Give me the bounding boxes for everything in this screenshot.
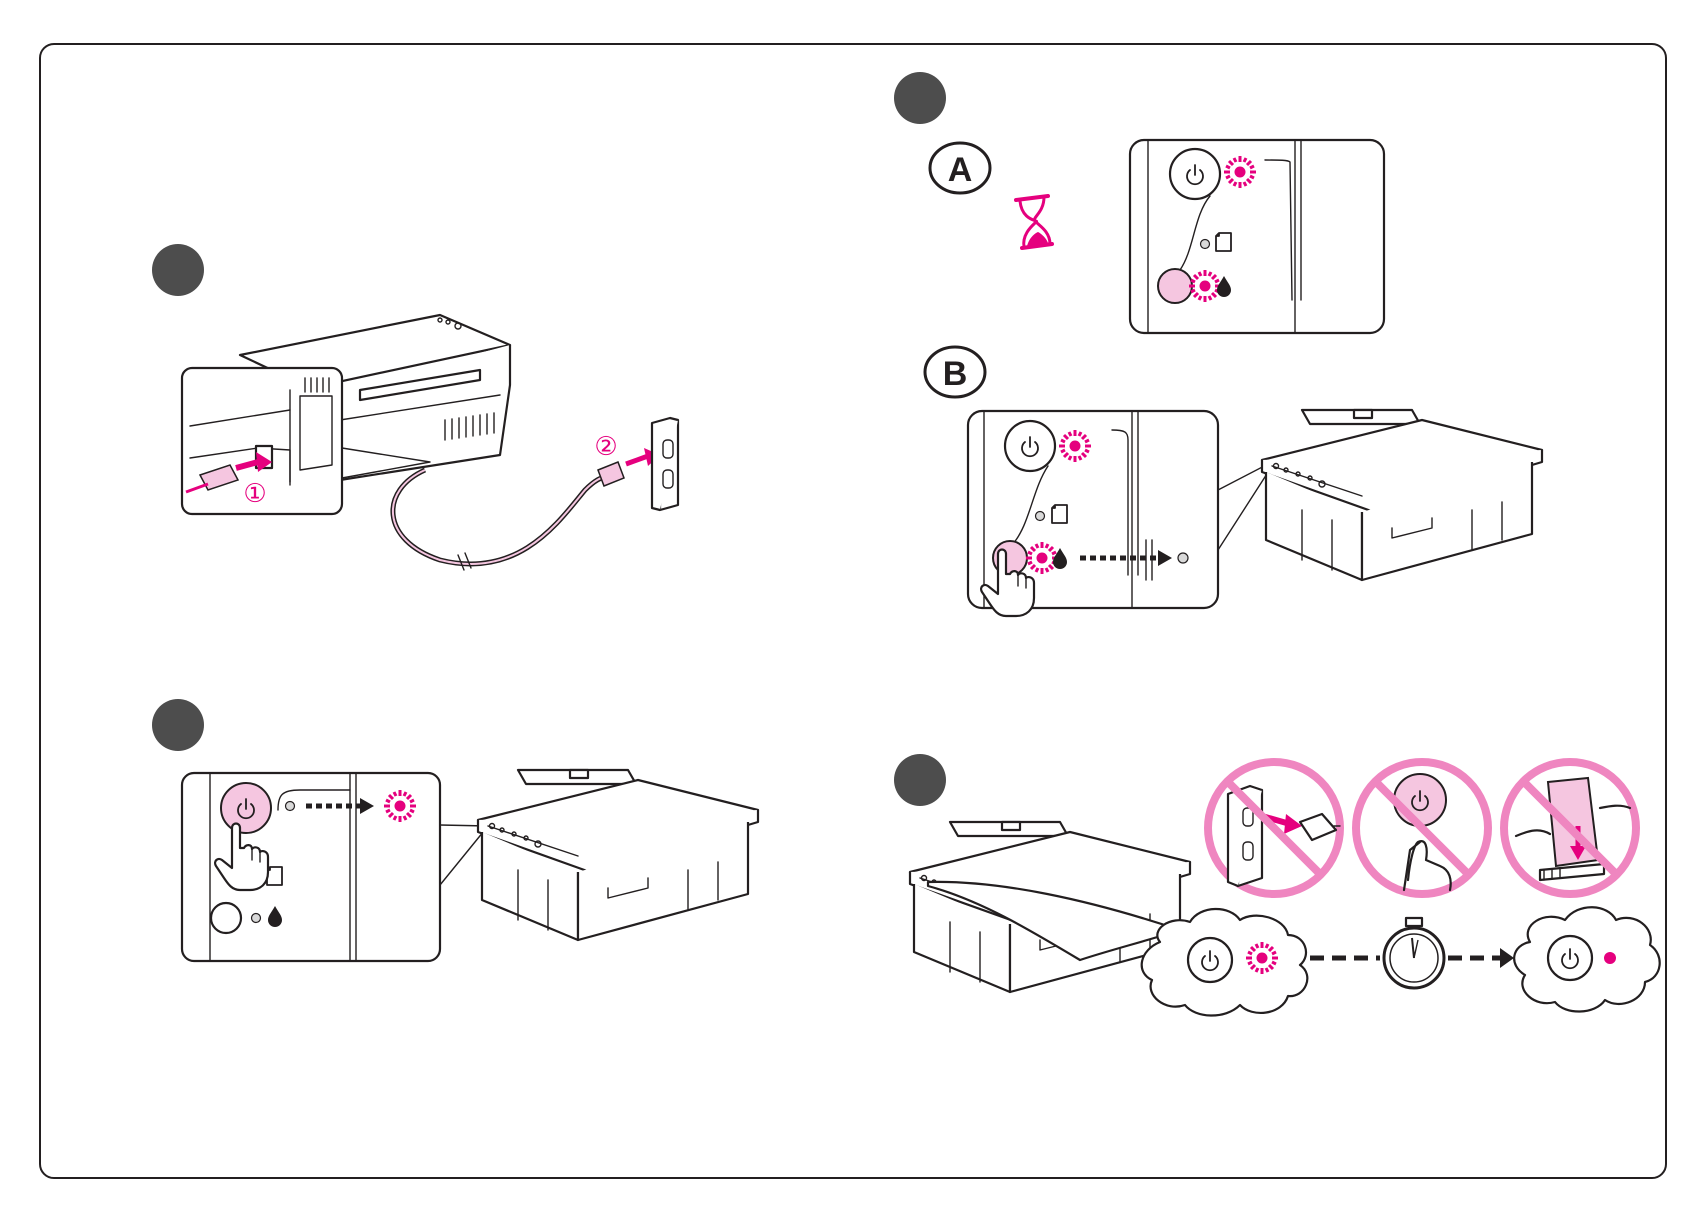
option-b-label: B — [943, 355, 968, 393]
page-border — [40, 44, 1666, 1178]
panel-inset — [1130, 140, 1384, 333]
callout-2: ② — [594, 432, 617, 462]
step-marker-icon — [894, 72, 946, 124]
step-marker-icon — [152, 699, 204, 751]
option-a-label: A — [948, 151, 973, 189]
step-marker-icon — [894, 754, 946, 806]
paper-icon — [1052, 505, 1067, 523]
steady-light-icon — [1604, 952, 1616, 964]
callout-1: ① — [243, 479, 266, 509]
ink-button — [1158, 269, 1192, 303]
paper-icon — [267, 867, 282, 885]
paper-icon — [1216, 233, 1231, 251]
step-marker-icon — [152, 244, 204, 296]
